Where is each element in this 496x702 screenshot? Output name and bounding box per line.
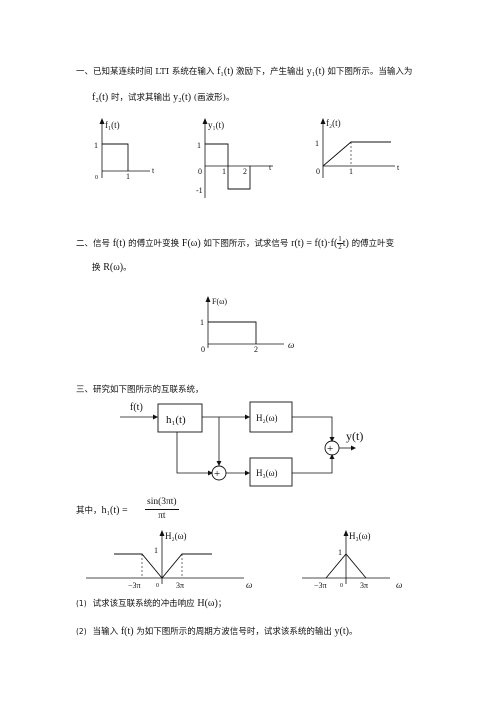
fig-Fw-plot: F(ω) 1 0 2 ω xyxy=(200,296,294,354)
p3-q2-no: (2) xyxy=(76,627,87,636)
fig-H2-pos: 3π xyxy=(176,581,184,590)
bd-H3-label: H₃(ω) xyxy=(256,468,278,478)
fig-y1-t1: 1 xyxy=(222,167,226,176)
fig-y1-ylabel: y₁(t) xyxy=(208,120,224,130)
fig-H2-zero: 0 xyxy=(156,583,159,589)
fig-H3-neg: −3π xyxy=(314,581,327,590)
p1-math-y1t: y₁(t) xyxy=(306,66,325,77)
p1-text-e: (画波形)。 xyxy=(191,93,235,103)
p2-half-num: 1 xyxy=(337,235,343,244)
p1-math-f1t: f₁(t) xyxy=(217,66,234,77)
p2-text-b: 的傅立叶变换 xyxy=(125,239,182,249)
bd-summer-output-plus: + xyxy=(327,443,333,455)
p1-text-a: 一、已知某连续时间 LTI 系统在输入 xyxy=(76,67,218,77)
p3-fraction: sin(3πt) πt xyxy=(145,496,179,523)
p1-line1: 一、已知某连续时间 LTI 系统在输入 f₁(t) 激励下，产生输出 y₁(t)… xyxy=(76,66,412,78)
bd-H2-label: H₂(ω) xyxy=(256,413,278,423)
p3-title-text: 三、研究如下图所示的互联系统， xyxy=(76,385,204,395)
p3-q2-text-a: 当输入 xyxy=(92,627,121,637)
p2-math-rt2: t) xyxy=(342,238,349,249)
p2-text-e: 换 xyxy=(92,263,104,273)
fig-f1-ylabel: f₁(t) xyxy=(105,120,120,130)
fig-H2-neg: −3π xyxy=(128,581,141,590)
fig-y1-plot: y₁(t) 1 0 1 2 -1 t xyxy=(196,118,273,198)
fig-y1-zero: 0 xyxy=(198,167,202,176)
p2-math-Fw: F(ω) xyxy=(181,238,201,249)
bd-input-label: f(t) xyxy=(130,402,143,413)
fig-y1-one: 1 xyxy=(197,141,201,150)
fig-Fw-one: 1 xyxy=(200,318,204,327)
p3-where-text: 其中， xyxy=(76,506,102,516)
p1-math-y2t: y₂(t) xyxy=(173,92,192,103)
p3-q1-text: 试求该互联系统的冲击响应 xyxy=(92,599,198,609)
fig-H2-plot: H₂(ω) 1 −3π 0 3π ω xyxy=(86,530,252,590)
p3-q2: (2) 当输入 f(t) 为如下图所示的周期方波信号时，试求该系统的输出 y(t)… xyxy=(76,626,358,638)
p3-q1-math: H(ω) xyxy=(197,598,218,609)
p3-q2-math-ft: f(t) xyxy=(120,626,134,637)
p3-q1-no: (1) xyxy=(76,599,87,608)
fig-f1-zero: 0 xyxy=(95,175,98,181)
p3-math-h1t: h₁(t) = xyxy=(101,505,128,516)
fig-H3-one: 1 xyxy=(338,548,342,557)
fig-Fw-two: 2 xyxy=(254,345,258,354)
fig-H3-pos: 3π xyxy=(360,581,368,590)
fig-f2-zero: 0 xyxy=(316,167,320,176)
fig-f2-t: t xyxy=(397,163,400,172)
fig-H3-w: ω xyxy=(396,580,402,590)
fig-Fw-w: ω xyxy=(288,340,294,350)
fig-y1-m1: -1 xyxy=(196,186,203,195)
fig-H2-w: ω xyxy=(246,580,252,590)
p2-text-c: 如下图所示，试求信号 xyxy=(200,239,292,249)
fig-y1-t2: 2 xyxy=(243,167,247,176)
fig-f2-ylabel: f₂(t) xyxy=(326,118,341,128)
p3-title: 三、研究如下图所示的互联系统， xyxy=(76,384,204,396)
p3-q1-end: ； xyxy=(217,599,227,609)
bd-H3-block xyxy=(249,457,293,487)
p2-text-f: 。 xyxy=(123,263,132,273)
p2-line2: 换 R(ω)。 xyxy=(92,262,132,274)
fig-H3-zero: 0 xyxy=(340,583,343,589)
p3-q2-math-yt: y(t) xyxy=(334,626,349,637)
p3-fraction-den: πt xyxy=(158,511,166,521)
fig-H3-label: H₃(ω) xyxy=(349,531,371,541)
fig-Fw-ylabel: F(ω) xyxy=(212,297,227,306)
fig-y1-t: t xyxy=(269,163,272,172)
p2-math-Rw: R(ω) xyxy=(103,262,124,273)
p2-line1: 二、信号 f(t) 的傅立叶变换 F(ω) 如下图所示，试求信号 r(t) = … xyxy=(76,236,394,251)
bd-h1-block xyxy=(157,403,203,433)
p1-math-f2t: f₂(t) xyxy=(92,92,109,103)
fig-f1-t: t xyxy=(152,166,155,175)
fig-f1-one: 1 xyxy=(94,141,98,150)
p2-math-ft: f(t) xyxy=(112,238,126,249)
p1-text-c: 如下图所示。当输入为 xyxy=(324,67,413,77)
p3-q1: (1) 试求该互联系统的冲击响应 H(ω)； xyxy=(76,598,226,610)
p1-line2: f₂(t) 时，试求其输出 y₂(t) (画波形)。 xyxy=(92,92,234,104)
fig-H2-one: 1 xyxy=(154,546,158,555)
fig-f2-plot: f₂(t) 1 0 1 t xyxy=(315,118,400,178)
block-diagram: f(t) h₁(t) H₂(ω) + H₃(ω) + y(t) xyxy=(120,401,363,487)
bd-summer-lower-plus: + xyxy=(214,468,220,480)
p2-text-a: 二、信号 xyxy=(76,239,113,249)
p1-text-d: 时，试求其输出 xyxy=(108,93,174,103)
fig-H2-label: H₂(ω) xyxy=(165,531,187,541)
fig-f1-plot: f₁(t) 1 0 1 t xyxy=(94,118,155,181)
p2-math-rt: r(t) = f(t)·f( xyxy=(291,238,338,249)
p3-q2-end: 。 xyxy=(348,627,358,637)
p3-q2-text-b: 为如下图所示的周期方波信号时，试求该系统的输出 xyxy=(133,627,335,637)
fig-H3-plot: H₃(ω) 1 −3π 0 3π ω xyxy=(302,530,402,590)
fig-f1-t1: 1 xyxy=(126,172,130,181)
p3-fraction-num: sin(3πt) xyxy=(145,496,179,510)
bd-output-label: y(t) xyxy=(346,429,363,443)
p3-where: 其中，h₁(t) = xyxy=(76,505,128,517)
fig-f2-t1: 1 xyxy=(349,167,353,176)
p2-text-d: 的傅立叶变 xyxy=(348,239,395,249)
p2-half-den: 2 xyxy=(338,243,342,251)
fig-Fw-zero: 0 xyxy=(201,345,205,354)
fig-f2-one: 1 xyxy=(315,139,319,148)
p1-text-b: 激励下，产生输出 xyxy=(233,67,307,77)
bd-h1-label: h₁(t) xyxy=(166,414,186,426)
